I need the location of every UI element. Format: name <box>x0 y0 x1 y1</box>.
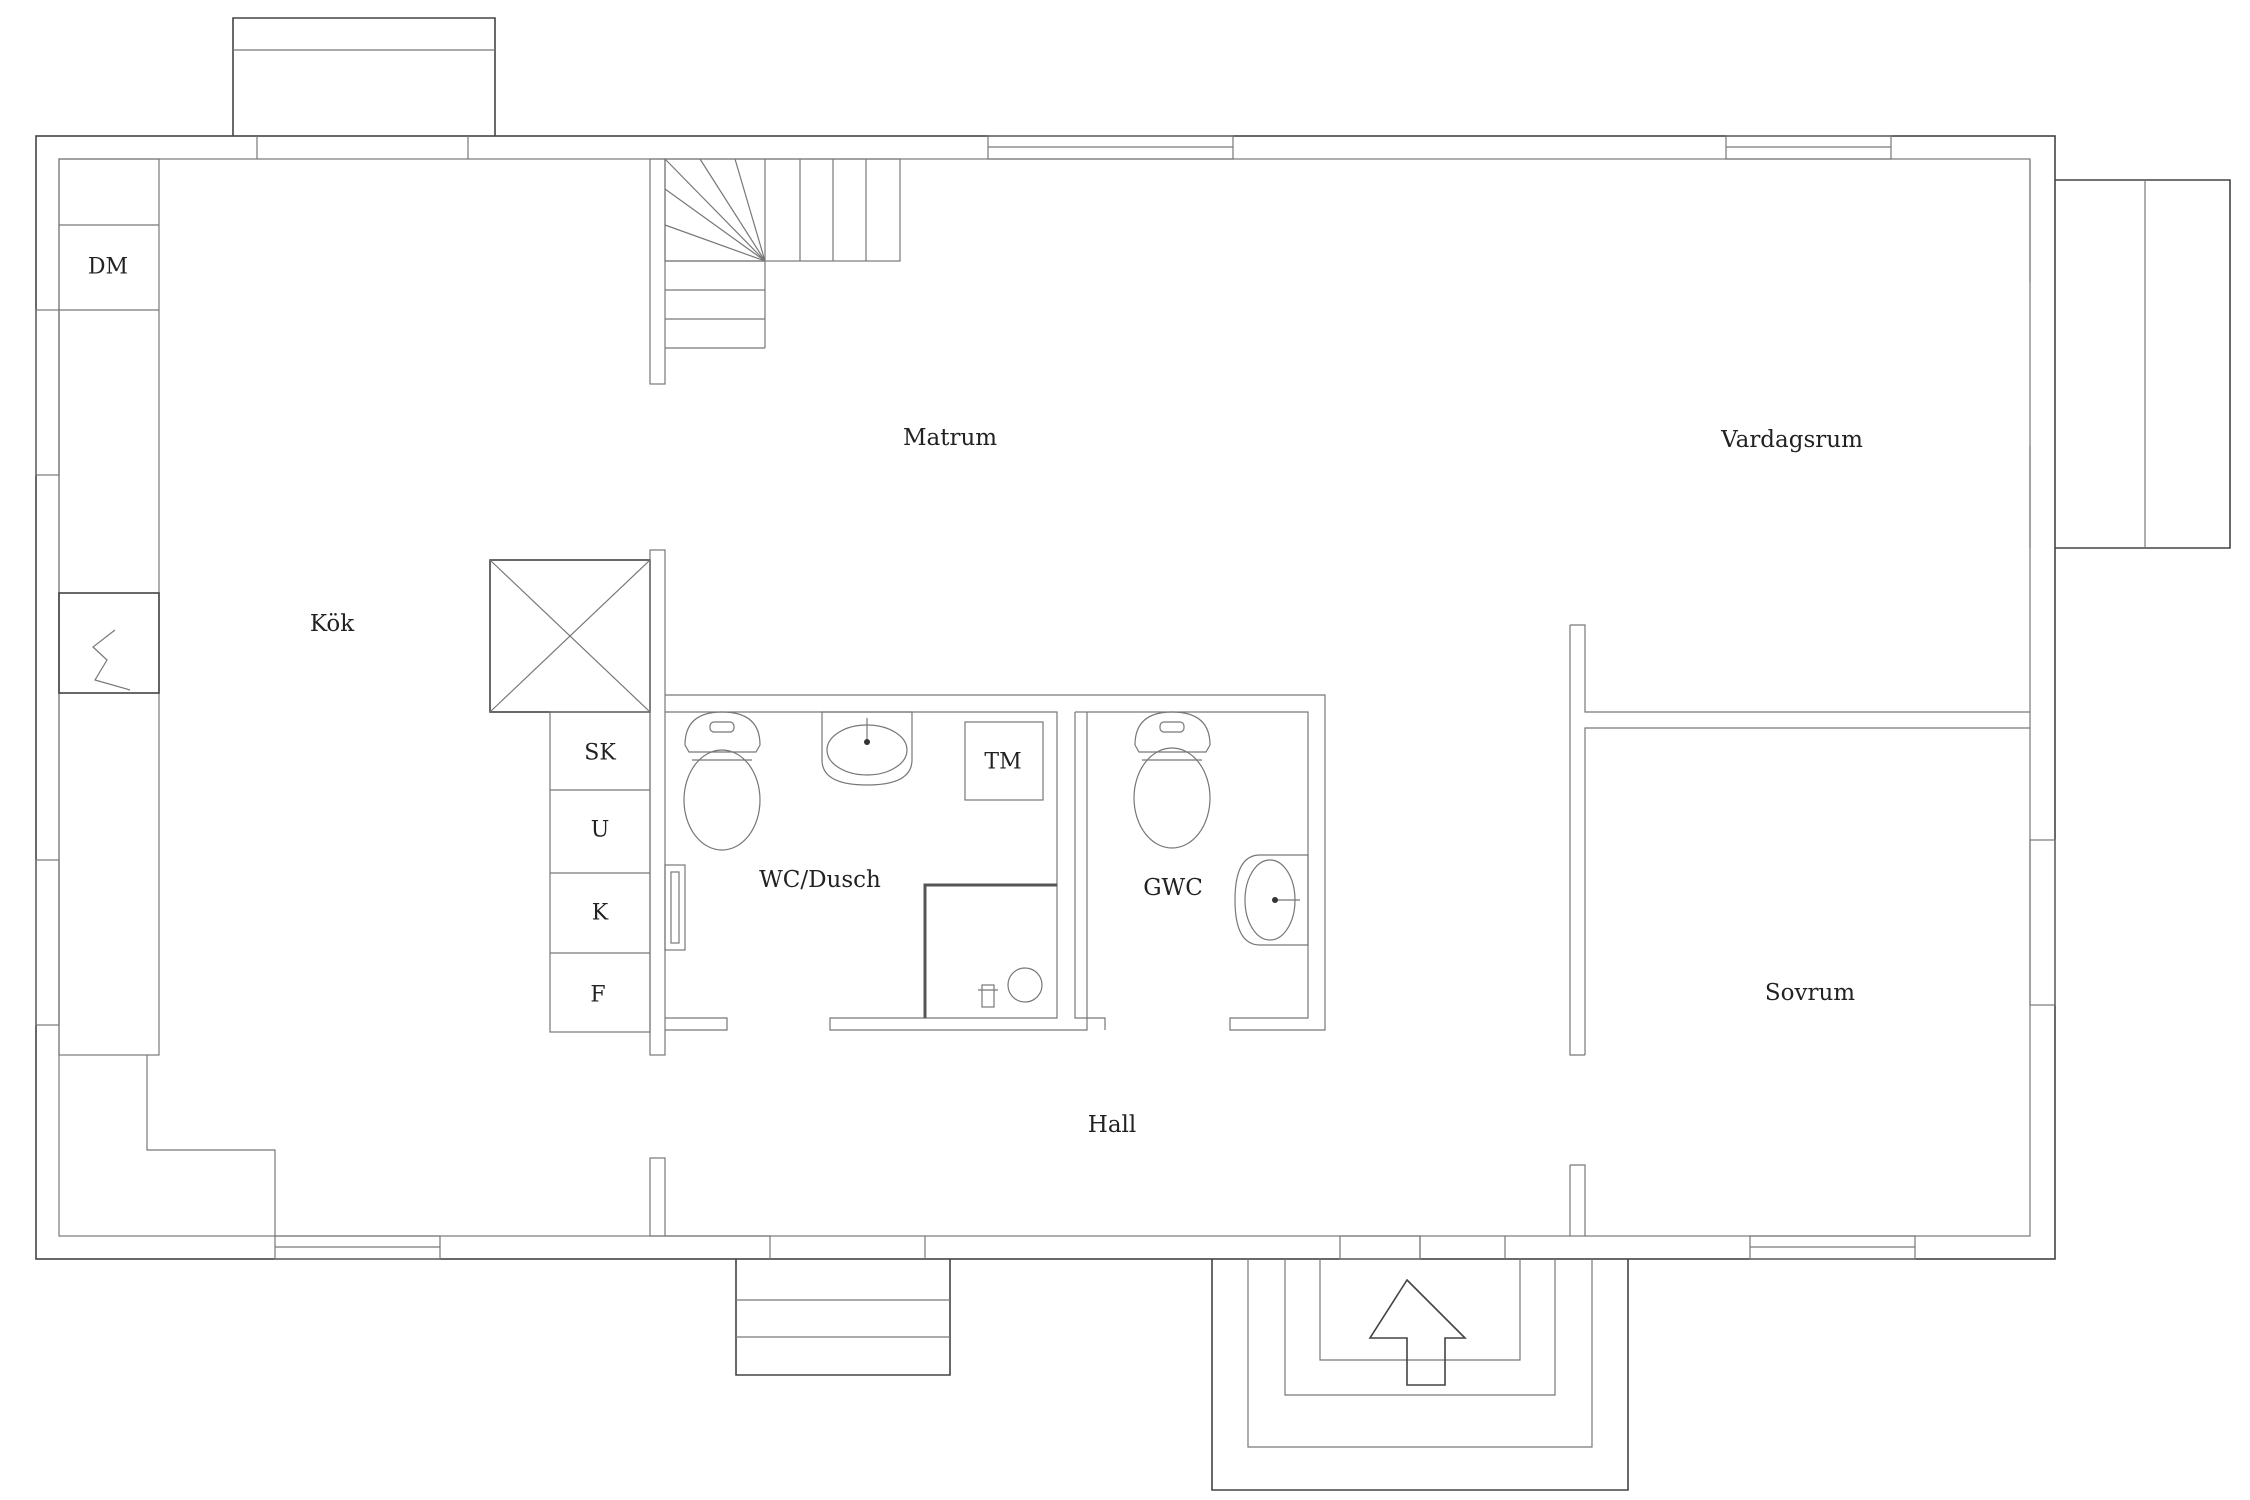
windows-top <box>987 135 1892 160</box>
top-bay <box>232 17 496 159</box>
label-u: U <box>590 817 610 843</box>
entrance <box>1211 1236 1629 1491</box>
entrance-arrow-icon <box>1368 1278 1467 1386</box>
toilet-icon <box>683 711 761 851</box>
label-f: F <box>590 982 606 1008</box>
stairs-icon <box>649 158 901 385</box>
label-tm: TM <box>984 749 1022 775</box>
bottom-steps <box>665 1235 951 1376</box>
interior-walls <box>649 549 2030 1237</box>
room-label-hall: Hall <box>1087 1112 1137 1138</box>
windows-bottom <box>274 1235 1916 1260</box>
room-label-matrum: Matrum <box>902 425 998 451</box>
window-right <box>2029 839 2056 1006</box>
fireplace-icon <box>58 592 160 694</box>
room-label-sovrum: Sovrum <box>1764 980 1856 1006</box>
label-dm: DM <box>87 254 129 280</box>
right-balcony <box>2029 160 2231 549</box>
kitchen-counter <box>58 158 276 1236</box>
room-label-gwc: GWC <box>1143 875 1203 901</box>
tm-box <box>964 721 1044 801</box>
label-k: K <box>591 900 609 926</box>
outer-walls <box>35 135 2056 1260</box>
label-sk: SK <box>584 740 616 766</box>
shower-icon <box>923 883 1057 1018</box>
room-label-wc-dusch: WC/Dusch <box>759 867 881 893</box>
room-label-kok: Kök <box>309 611 355 637</box>
chimney-shaft-icon <box>489 559 651 713</box>
room-label-vardagsrum: Vardagsrum <box>1721 427 1863 453</box>
appliance-column <box>549 711 651 1033</box>
windows-left <box>35 309 60 1026</box>
sink-icon <box>821 711 913 786</box>
sink-icon-gwc <box>1234 854 1309 946</box>
radiator <box>664 864 686 951</box>
toilet-icon-gwc <box>1133 711 1211 849</box>
